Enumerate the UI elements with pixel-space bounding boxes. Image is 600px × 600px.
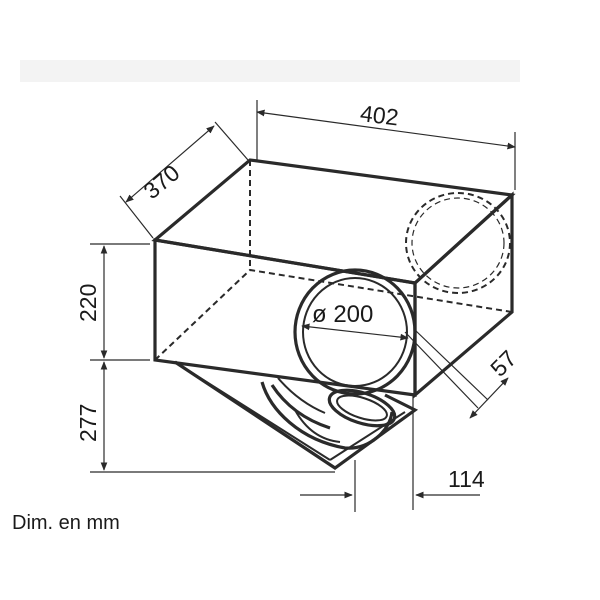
- back-outlet-hidden: [405, 192, 511, 294]
- box-hidden-edges: [154, 268, 513, 361]
- box-front-face: [153, 238, 417, 397]
- dimension-lower-label: 277: [75, 404, 101, 442]
- dimension-width: [256, 100, 516, 190]
- dimension-offset: [404, 329, 509, 419]
- dimension-lower: [90, 361, 335, 473]
- back-outlet-hidden-inner: [411, 197, 505, 289]
- dimension-height: [90, 243, 150, 361]
- dimension-width-label: 402: [359, 100, 400, 130]
- blurred-header: [20, 60, 520, 82]
- hood-box: [151, 158, 516, 399]
- dimension-diameter-label: ø 200: [312, 301, 373, 328]
- dimension-offset-label: 57: [485, 345, 521, 381]
- dimension-diameter: [301, 323, 409, 341]
- box-top-face: [151, 158, 516, 285]
- dimension-base: [300, 395, 480, 512]
- dimension-height-label: 220: [75, 284, 101, 322]
- dimension-base-label: 114: [448, 466, 485, 492]
- fan-housing: [174, 360, 419, 470]
- units-caption: Dim. en mm: [12, 512, 120, 534]
- dimension-depth: [119, 121, 249, 239]
- box-right-face: [413, 191, 514, 399]
- dimension-depth-label: 370: [138, 159, 184, 204]
